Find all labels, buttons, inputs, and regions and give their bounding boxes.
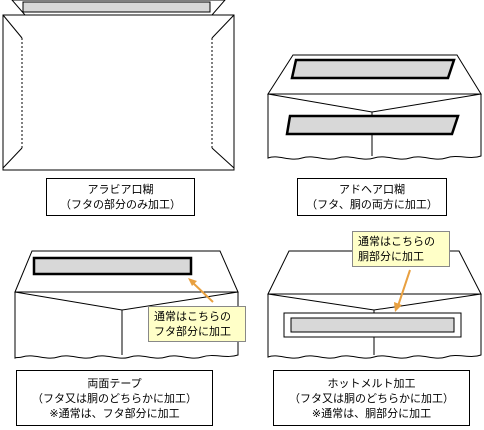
callout-line: 胴部分に加工 — [358, 250, 424, 263]
envelope-adhesive-glue — [267, 54, 482, 160]
caption-subtitle: （フタ又は胴のどちらかに加工） — [289, 391, 454, 405]
callout-arrows — [188, 269, 411, 312]
body-callout-arrow — [397, 269, 411, 307]
caption-subtitle: （フタの部分のみ加工） — [60, 198, 181, 211]
side-fold-right — [211, 14, 235, 39]
caption-arabic-glue: アラビア口糊 （フタの部分のみ加工） — [46, 178, 195, 216]
glue-strip — [22, 1, 211, 13]
envelope-double-tape — [14, 250, 239, 359]
flap-arrow-head — [188, 278, 197, 286]
callout-line: 通常はこちらの — [358, 235, 435, 248]
callout-line: 通常はこちらの — [154, 310, 231, 323]
caption-hot-melt: ホットメルト加工 （フタ又は胴のどちらかに加工） ※通常は、胴部分に加工 — [273, 370, 470, 426]
tape-strip — [32, 256, 193, 276]
flap-callout-arrow — [191, 281, 214, 303]
caption-double-tape: 両面テープ （フタ又は胴のどちらかに加工） ※通常は、フタ部分に加工 — [16, 370, 213, 426]
caption-title: アラビア口糊 — [87, 183, 154, 196]
caption-adhesive-glue: アドヘア口糊 （フタ、胴の両方に加工） — [297, 178, 447, 216]
callout-body: 通常はこちらの 胴部分に加工 — [352, 231, 450, 267]
flap-glue-strip — [290, 58, 456, 80]
envelope-body — [2, 14, 235, 171]
caption-title: 両面テープ — [87, 376, 142, 390]
hot-melt-strip — [290, 317, 455, 333]
envelope-arabic-glue — [2, 0, 235, 171]
callout-line: フタ部分に加工 — [154, 325, 231, 338]
body-arrow-head — [394, 302, 402, 312]
caption-subtitle: （フタ、胴の両方に加工） — [306, 198, 438, 211]
callout-flap: 通常はこちらの フタ部分に加工 — [148, 306, 246, 342]
caption-title: ホットメルト加工 — [327, 376, 416, 390]
caption-title: アドヘア口糊 — [339, 183, 405, 196]
caption-subtitle: （フタ又は胴のどちらかに加工） — [32, 391, 197, 405]
caption-note: ※通常は、胴部分に加工 — [311, 406, 432, 420]
side-fold-left — [2, 14, 23, 39]
body-glue-strip — [285, 114, 460, 136]
caption-note: ※通常は、フタ部分に加工 — [49, 406, 180, 420]
envelope-hot-melt — [267, 250, 482, 359]
